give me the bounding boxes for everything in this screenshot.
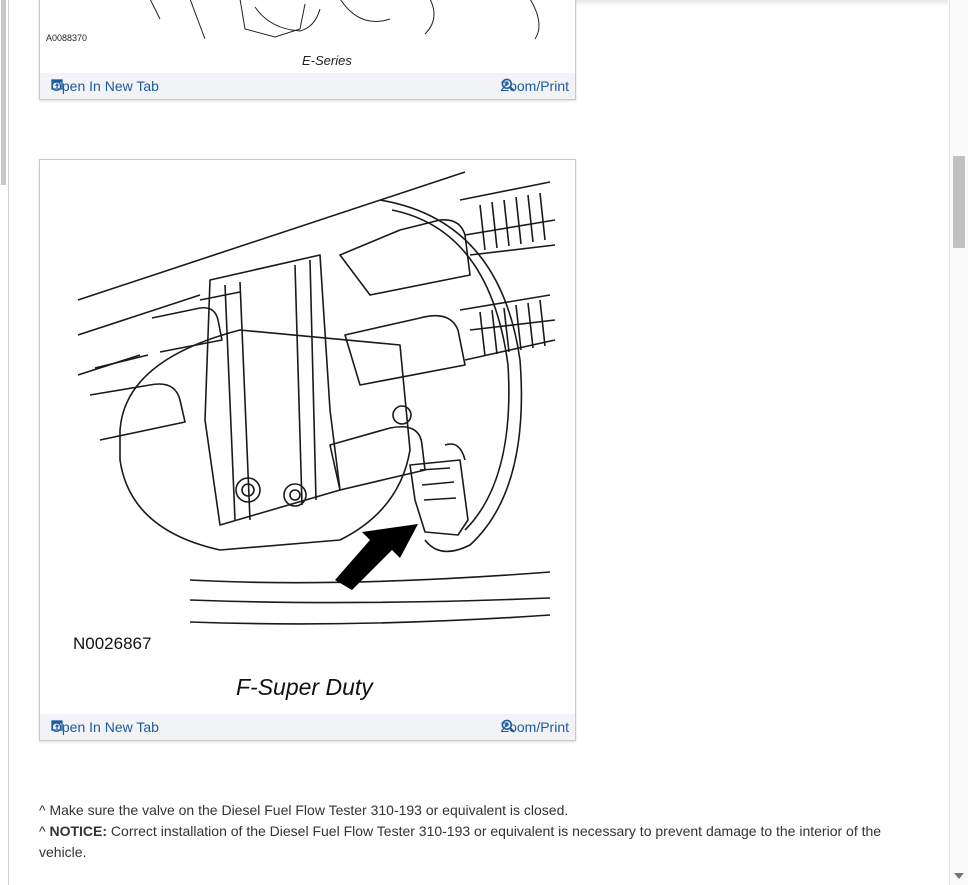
- zoom-icon: [501, 719, 515, 733]
- top-divider: [570, 0, 948, 6]
- zoom-print-label: Zoom/Print: [500, 719, 569, 735]
- open-in-new-tab-label: Open In New Tab: [51, 719, 159, 735]
- figure-footer: Open In New Tab Zoom/Print: [40, 714, 575, 740]
- open-in-new-tab-button[interactable]: Open In New Tab: [51, 719, 159, 735]
- note-text: Correct installation of the Diesel Fuel …: [39, 823, 882, 860]
- zoom-icon: [501, 78, 515, 92]
- open-in-new-tab-button[interactable]: Open In New Tab: [51, 78, 159, 94]
- vertical-scrollbar[interactable]: [949, 0, 968, 885]
- vertical-scrollbar-thumb[interactable]: [953, 156, 965, 248]
- figure-f-super-duty: N0026867 F-Super Duty Open In New Tab Zo…: [39, 159, 576, 741]
- open-new-tab-icon: [51, 720, 63, 731]
- figure-e-series: A0088370 E-Series Open In New Tab Zoom/P…: [39, 0, 576, 100]
- note-line-1: ^ Make sure the valve on the Diesel Fuel…: [39, 800, 919, 821]
- open-new-tab-icon: [51, 79, 63, 90]
- figure-f-super-duty-illustration: N0026867 F-Super Duty: [73, 171, 556, 700]
- figure-caption: E-Series: [302, 53, 352, 68]
- figure-e-series-illustration: A0088370 E-Series: [46, 0, 540, 68]
- note-bullet: ^: [39, 823, 50, 839]
- note-text: Make sure the valve on the Diesel Fuel F…: [49, 802, 569, 818]
- note-line-2: ^ NOTICE: Correct installation of the Di…: [39, 821, 919, 863]
- zoom-print-button[interactable]: Zoom/Print: [501, 78, 569, 94]
- scroll-down-arrow-icon[interactable]: [954, 873, 964, 879]
- left-scrollbar-thumb[interactable]: [1, 0, 6, 185]
- open-in-new-tab-label: Open In New Tab: [51, 78, 159, 94]
- procedure-notes: ^ Make sure the valve on the Diesel Fuel…: [39, 800, 919, 863]
- zoom-print-label: Zoom/Print: [500, 78, 569, 94]
- figure-caption: F-Super Duty: [236, 674, 374, 700]
- figure-code: N0026867: [73, 634, 151, 653]
- left-scrollbar[interactable]: [0, 0, 9, 885]
- figure-footer: Open In New Tab Zoom/Print: [40, 73, 575, 99]
- zoom-print-button[interactable]: Zoom/Print: [501, 719, 569, 735]
- arrow-marker: [335, 524, 418, 590]
- note-bullet: ^: [39, 802, 50, 818]
- notice-label: NOTICE:: [49, 823, 108, 839]
- figure-code: A0088370: [46, 33, 87, 43]
